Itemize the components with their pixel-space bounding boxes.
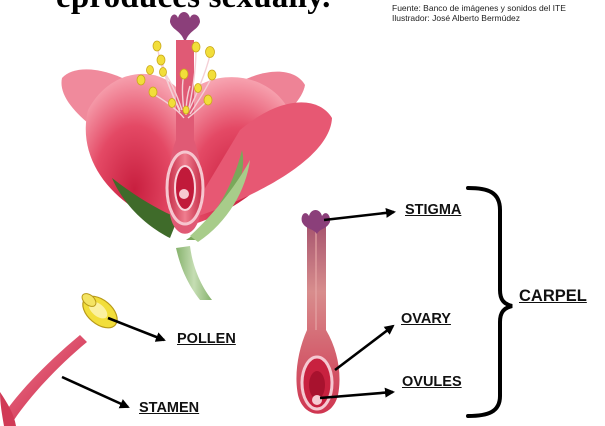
arrow-ovary <box>335 326 393 370</box>
image-credit-source: Fuente: Banco de imágenes y sonidos del … <box>392 3 566 13</box>
flower-stem <box>176 246 212 300</box>
flower-illustration <box>61 12 332 300</box>
carpel-illustration <box>296 210 339 414</box>
arrow-stigma <box>324 212 394 220</box>
arrow-stamen <box>62 377 128 407</box>
label-stigma: STIGMA <box>405 202 461 218</box>
label-ovules: OVULES <box>402 374 462 390</box>
carpel-bracket <box>468 188 512 416</box>
anther-pollen <box>77 290 123 334</box>
image-credit-illustrator: Ilustrador: José Alberto Bermúdez <box>392 13 520 23</box>
label-pollen: POLLEN <box>177 331 236 347</box>
stamen-filament <box>4 335 87 420</box>
carpel-ovule <box>312 395 322 405</box>
label-ovary: OVARY <box>401 311 451 327</box>
label-carpel: CARPEL <box>519 287 587 306</box>
arrow-pollen <box>108 318 164 340</box>
stamen-illustration <box>0 290 123 426</box>
flower-stigma <box>170 12 200 40</box>
page-title-fragment: eproduces sexually. <box>56 0 331 16</box>
label-stamen: STAMEN <box>139 400 199 416</box>
